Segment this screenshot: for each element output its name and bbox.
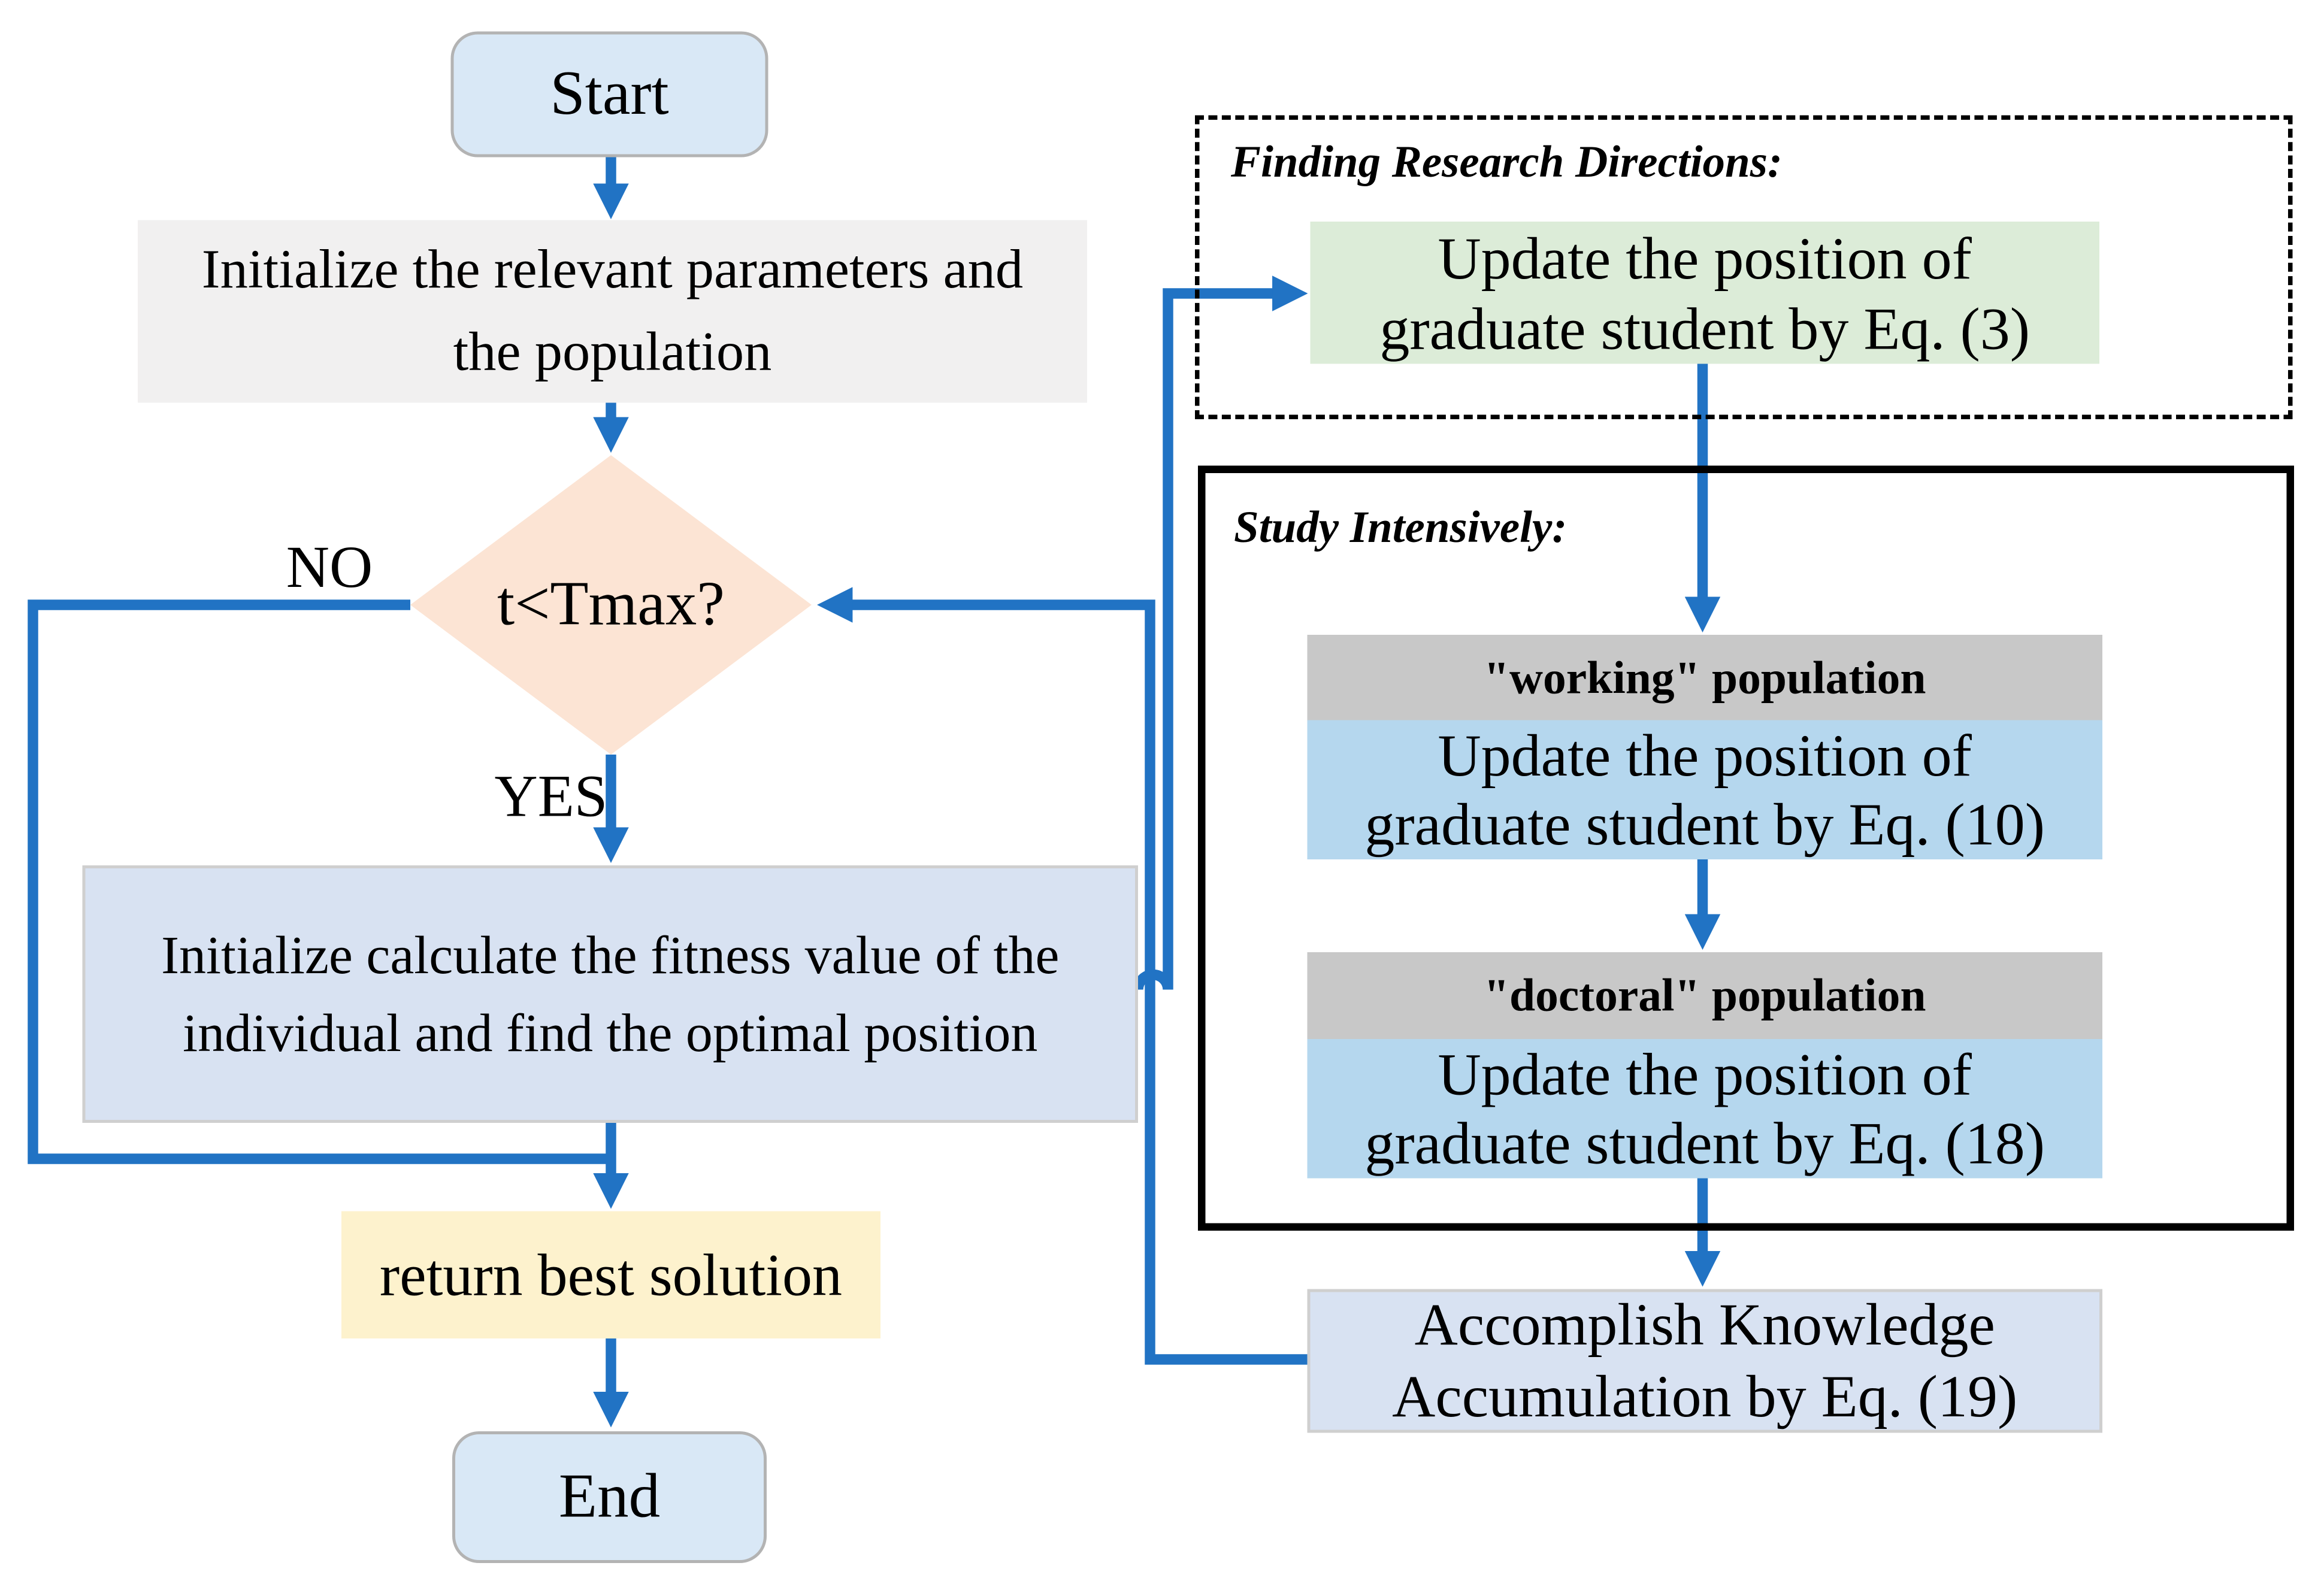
update-eq10-line2: graduate student by Eq. (10) [1364, 789, 2045, 858]
update-eq10-line1: Update the position of [1438, 720, 1972, 789]
update-eq3-node: Update the position of graduate student … [1310, 222, 2099, 364]
finding-research-directions-frame [1195, 115, 2293, 419]
fitness-evaluation-line2: individual and find the optimal position [183, 1003, 1038, 1063]
doctoral-population-header: "doctoral" population [1307, 952, 2102, 1039]
wire-fitness-to-green [1133, 275, 1308, 991]
doctoral-population-header-label: "doctoral" population [1483, 968, 1926, 1022]
no-branch-label: NO [286, 533, 373, 601]
update-eq3-line1: Update the position of [1438, 223, 1972, 292]
update-eq3-line2: graduate student by Eq. (3) [1379, 294, 2031, 362]
initialize-parameters-line1: Initialize the relevant parameters and [201, 240, 1024, 301]
start-node: Start [450, 31, 768, 158]
knowledge-accumulation-line2: Accumulation by Eq. (19) [1392, 1362, 2018, 1430]
finding-research-directions-title: Finding Research Directions: [1231, 138, 1783, 187]
update-eq18-line1: Update the position of [1438, 1040, 1972, 1107]
end-label: End [558, 1462, 661, 1532]
fitness-evaluation-node: Initialize calculate the fitness value o… [82, 865, 1138, 1123]
study-intensively-title: Study Intensively: [1234, 503, 1568, 553]
initialize-parameters-node: Initialize the relevant parameters and t… [138, 220, 1087, 403]
working-population-header: "working" population [1307, 635, 2102, 720]
update-eq18-line2: graduate student by Eq. (18) [1364, 1109, 2045, 1176]
study-intensively-frame [1198, 465, 2294, 1231]
working-population-header-label: "working" population [1483, 650, 1926, 703]
update-eq10-node: Update the position of graduate student … [1307, 720, 2102, 859]
fitness-evaluation-line1: Initialize calculate the fitness value o… [161, 925, 1060, 985]
decision-label: t<Tmax? [497, 570, 725, 640]
wire-knowledge-loopback [816, 587, 1308, 1365]
update-eq18-node: Update the position of graduate student … [1307, 1039, 2102, 1179]
end-node: End [452, 1431, 767, 1563]
knowledge-accumulation-line1: Accomplish Knowledge [1414, 1291, 1995, 1358]
return-best-solution-label: return best solution [379, 1241, 843, 1309]
return-best-solution-node: return best solution [341, 1211, 880, 1338]
yes-branch-label: YES [494, 762, 608, 830]
wire-no-loop [28, 599, 613, 1164]
start-label: Start [550, 60, 669, 129]
knowledge-accumulation-node: Accomplish Knowledge Accumulation by Eq.… [1307, 1289, 2102, 1433]
initialize-parameters-line2: the population [453, 322, 772, 384]
